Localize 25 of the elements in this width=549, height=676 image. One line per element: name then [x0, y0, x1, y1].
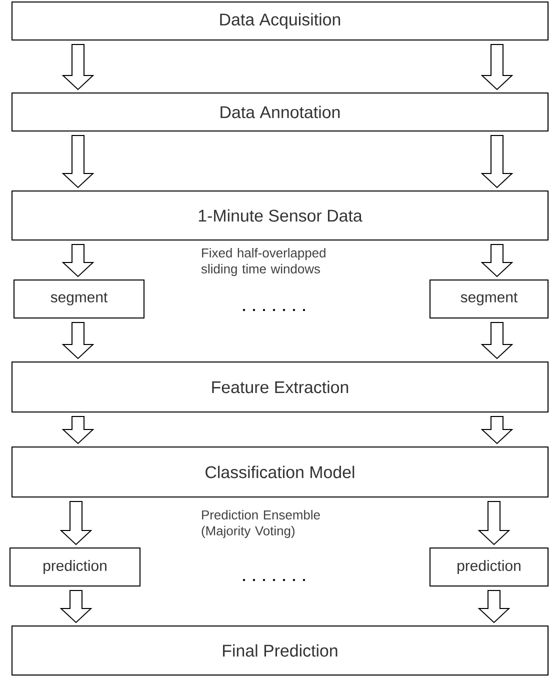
block-arrow	[62, 322, 94, 360]
block-arrow	[62, 135, 94, 188]
process-box: Data Annotation	[12, 92, 548, 132]
block-arrow	[478, 501, 510, 546]
annotation-text: Prediction Ensemble (Majority Voting)	[202, 510, 320, 538]
step-box: prediction	[10, 548, 140, 586]
block-arrow	[62, 44, 94, 90]
block-arrow	[62, 416, 94, 444]
block-arrow	[480, 244, 514, 278]
step-box: segment	[430, 280, 548, 318]
block-arrow	[478, 590, 510, 624]
block-arrow	[480, 135, 514, 188]
process-box: 1-Minute Sensor Data	[12, 190, 548, 240]
block-arrow	[480, 322, 514, 360]
step-box: segment	[14, 280, 144, 318]
process-box: Classification Model	[12, 446, 548, 498]
block-arrow	[60, 501, 92, 546]
step-box: prediction	[430, 548, 548, 586]
process-box: Data Acquisition	[12, 2, 548, 40]
process-box: Final Prediction	[12, 626, 548, 676]
block-arrow	[62, 244, 94, 278]
block-arrow	[60, 590, 92, 624]
block-arrow	[480, 416, 514, 444]
block-arrow	[480, 44, 514, 90]
process-box: Feature Extraction	[12, 362, 548, 412]
